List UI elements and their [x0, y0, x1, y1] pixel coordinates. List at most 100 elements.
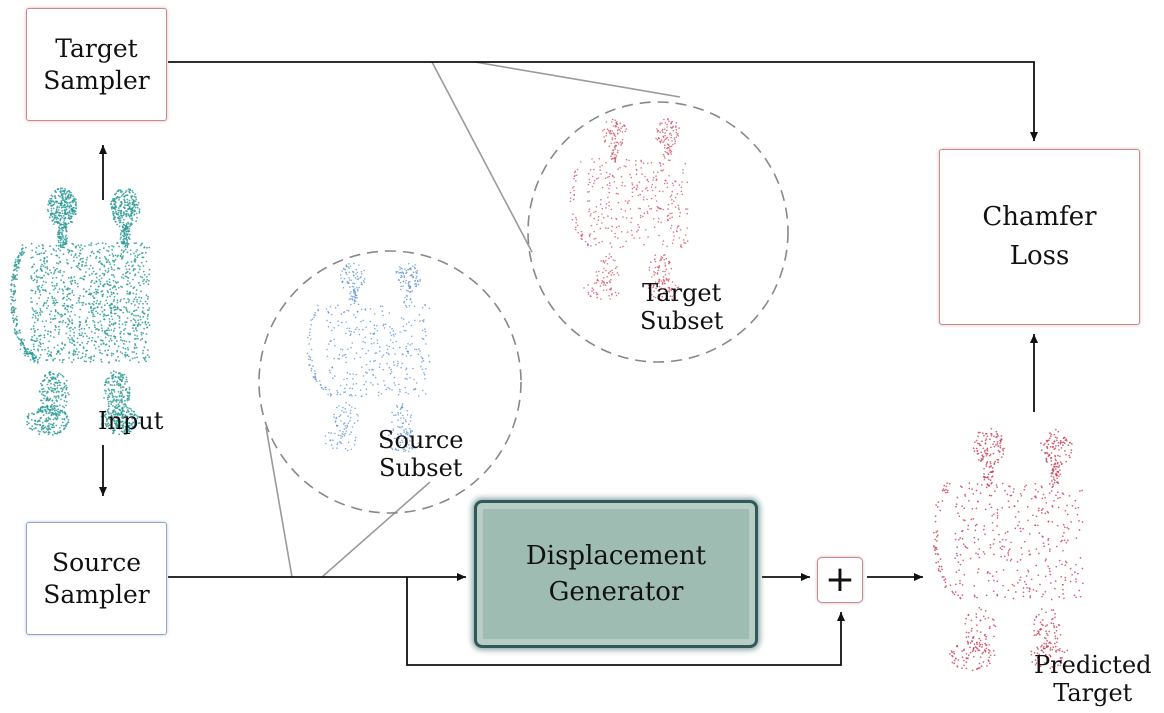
point [646, 178, 649, 181]
point [65, 423, 68, 426]
point [350, 279, 353, 282]
point [604, 284, 607, 287]
point [125, 306, 127, 309]
point [973, 450, 976, 452]
point [668, 144, 670, 146]
point [27, 415, 30, 417]
point [597, 177, 600, 179]
point [587, 284, 589, 286]
point [1065, 439, 1068, 442]
point [663, 140, 665, 142]
point [593, 211, 595, 214]
point [337, 391, 339, 394]
point [996, 512, 999, 514]
point [101, 360, 103, 363]
point [334, 432, 336, 435]
point [309, 328, 311, 330]
point [356, 297, 359, 299]
point [625, 128, 627, 130]
point [977, 538, 980, 541]
point [131, 265, 134, 267]
point [140, 290, 143, 293]
target-subset-point-cloud [569, 118, 689, 301]
point [662, 153, 665, 156]
point [101, 352, 103, 355]
point [56, 220, 59, 223]
point [1055, 465, 1057, 468]
point [670, 267, 672, 270]
point [134, 343, 137, 345]
point [1079, 490, 1081, 492]
point [340, 313, 343, 315]
point [409, 274, 412, 277]
point [978, 649, 981, 652]
point [633, 237, 635, 239]
point [992, 649, 995, 652]
point [1064, 439, 1067, 442]
point [678, 237, 680, 239]
point [116, 213, 119, 216]
point [148, 268, 151, 271]
point [360, 395, 363, 398]
point [67, 305, 69, 307]
point [1055, 649, 1057, 652]
point [414, 285, 417, 288]
point [18, 267, 20, 269]
point [113, 389, 115, 391]
point [11, 298, 13, 301]
point [973, 595, 976, 598]
point [1056, 641, 1058, 644]
point [112, 218, 115, 221]
point [311, 359, 313, 362]
point [59, 189, 62, 191]
point [656, 128, 658, 130]
point [1001, 548, 1003, 551]
point [121, 339, 124, 342]
point [999, 439, 1002, 442]
point [124, 327, 127, 330]
point [657, 129, 660, 132]
point [56, 350, 59, 353]
point [388, 434, 390, 437]
point [25, 246, 27, 249]
point [609, 184, 611, 187]
point [678, 215, 681, 217]
point [389, 339, 392, 341]
point [350, 346, 352, 349]
point [54, 302, 57, 305]
point [33, 321, 36, 324]
point [33, 310, 36, 313]
point [374, 352, 377, 355]
point [605, 135, 607, 137]
point [406, 294, 408, 297]
point [984, 439, 987, 442]
point [670, 227, 672, 229]
point [1013, 488, 1015, 490]
point [414, 280, 416, 282]
point [609, 173, 611, 175]
point [56, 376, 59, 378]
point [409, 344, 412, 346]
point [1069, 456, 1071, 459]
point [70, 310, 73, 313]
point [145, 276, 148, 278]
point [956, 496, 959, 499]
point [423, 373, 426, 376]
point [601, 164, 603, 167]
point [985, 647, 988, 650]
point [115, 371, 117, 374]
point [77, 262, 80, 265]
point [593, 168, 595, 171]
point [1029, 595, 1032, 597]
point [91, 311, 94, 314]
point [1063, 597, 1065, 600]
point [1033, 629, 1035, 632]
point [63, 302, 66, 305]
point [52, 413, 55, 416]
point [118, 217, 121, 220]
point [659, 141, 662, 144]
point [591, 158, 593, 160]
point [653, 273, 655, 276]
point [349, 409, 352, 412]
point [124, 324, 127, 326]
